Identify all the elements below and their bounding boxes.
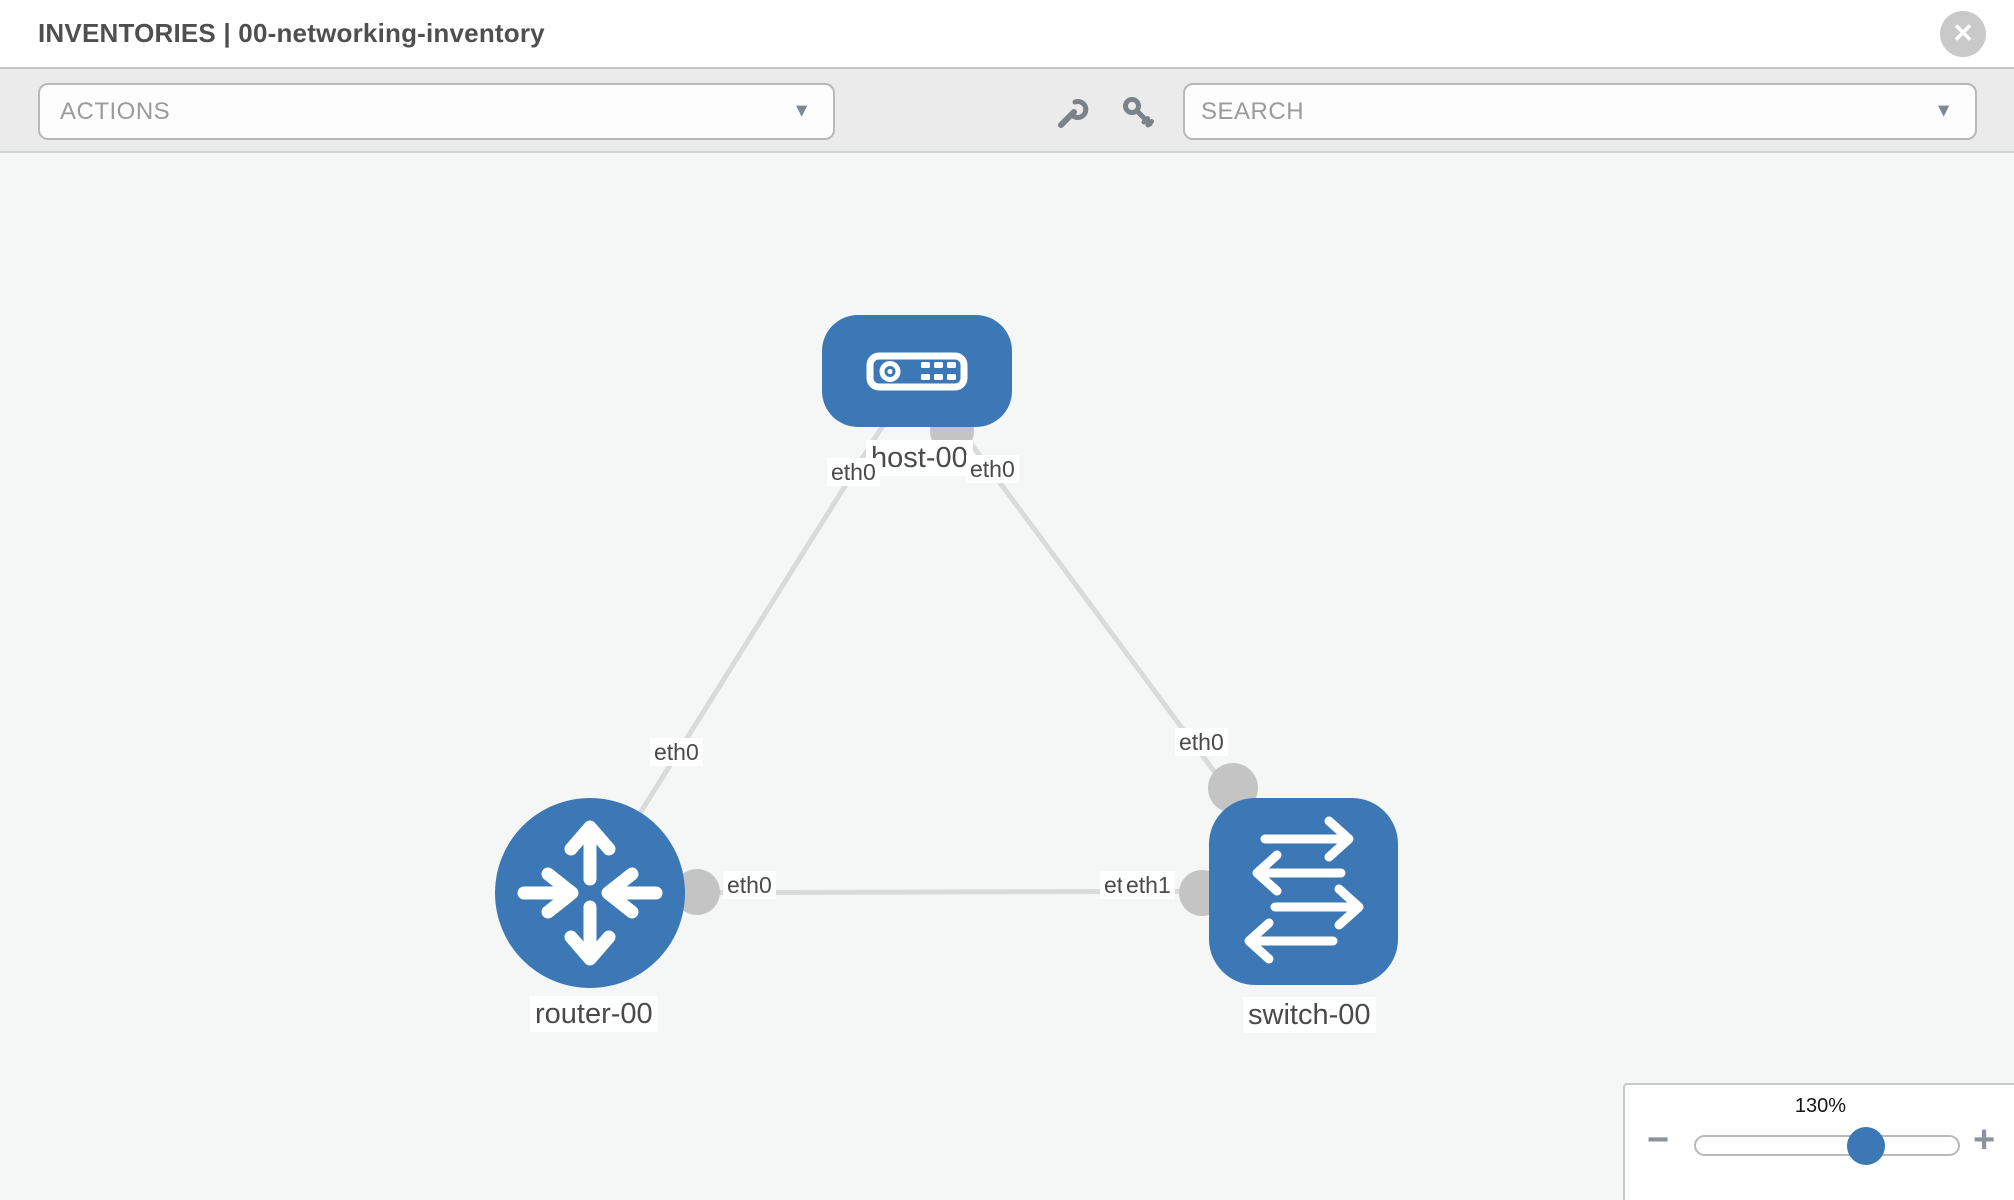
- page-title: INVENTORIES | 00-networking-inventory: [38, 18, 545, 48]
- actions-dropdown[interactable]: ACTIONS ▼: [38, 83, 835, 140]
- zoom-out-button[interactable]: −: [1647, 1121, 1669, 1159]
- search-input-placeholder: SEARCH: [1201, 97, 1305, 125]
- node-switch[interactable]: [1209, 798, 1398, 985]
- zoom-in-button[interactable]: +: [1973, 1121, 1995, 1159]
- interface-label: eth0: [723, 871, 776, 900]
- credentials-button[interactable]: [1116, 93, 1160, 133]
- connector-router-right: [674, 869, 720, 915]
- switch-icon: [1244, 816, 1364, 964]
- chevron-down-icon: ▼: [1934, 100, 1953, 122]
- plus-icon: +: [1973, 1119, 1996, 1161]
- key-icon: [1123, 97, 1154, 128]
- close-icon: ✕: [1952, 18, 1974, 48]
- interface-label: eth1: [1122, 871, 1175, 900]
- node-label-host: host-00: [866, 440, 973, 477]
- chevron-down-icon: ▼: [792, 100, 811, 122]
- interface-label: eth0: [966, 455, 1019, 484]
- zoom-slider-handle[interactable]: [1847, 1127, 1885, 1165]
- interface-label: eth0: [1175, 728, 1228, 757]
- close-button[interactable]: ✕: [1940, 10, 1986, 57]
- node-host[interactable]: [822, 315, 1012, 427]
- interface-label-overlap: eth0 eth1: [1100, 871, 1175, 900]
- zoom-percent-label: 130%: [1794, 1095, 1847, 1117]
- toolbar: ACTIONS ▼ SEARCH ▼: [0, 69, 2014, 153]
- interface-label: eth0: [650, 738, 703, 767]
- node-label-router: router-00: [530, 996, 658, 1033]
- connector-dots: [674, 409, 1258, 916]
- host-icon: [866, 352, 968, 391]
- configure-button[interactable]: [1050, 93, 1094, 133]
- minus-icon: −: [1647, 1119, 1670, 1161]
- wrench-icon: [1058, 99, 1089, 128]
- zoom-slider-track[interactable]: [1694, 1127, 1960, 1165]
- interface-label: eth0: [827, 458, 880, 487]
- actions-dropdown-label: ACTIONS: [60, 97, 171, 125]
- zoom-panel: 130% − +: [1623, 1083, 2014, 1200]
- node-label-switch: switch-00: [1243, 997, 1376, 1034]
- search-dropdown[interactable]: SEARCH ▼: [1183, 83, 1977, 140]
- node-router[interactable]: [495, 798, 685, 988]
- router-icon: [517, 820, 663, 966]
- header: INVENTORIES | 00-networking-inventory ✕: [0, 0, 2014, 69]
